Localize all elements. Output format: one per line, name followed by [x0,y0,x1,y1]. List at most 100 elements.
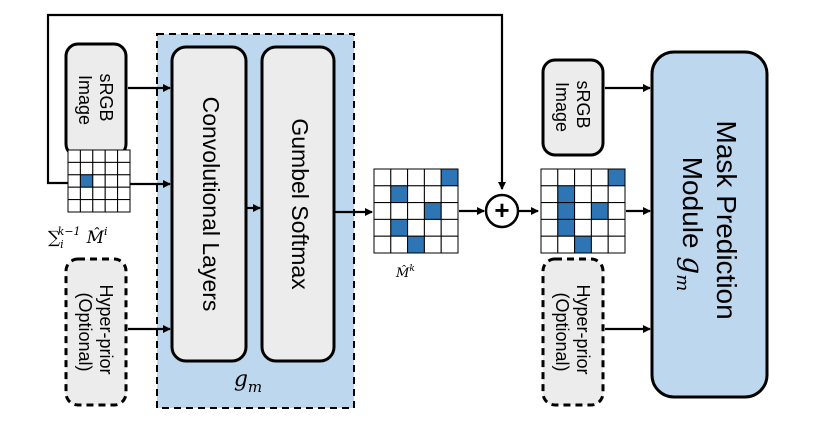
mask-cell-empty [92,161,106,176]
plus-operator [484,193,520,229]
mask-cell-empty [117,149,131,163]
hyperprior-label-left: Hyper-prior (Optional) [75,284,116,379]
mask-cell-empty [79,161,94,176]
gumbel-softmax-label: Gumbel Softmax [287,118,313,290]
module-gm-label: gm [234,367,262,396]
mask-cell-empty [574,218,592,237]
mask-cell-empty [557,168,576,187]
mask-cell-empty [607,185,626,204]
mask-cell-empty [117,174,131,188]
mask-cell-empty [104,186,119,201]
mask-cell-empty [373,202,392,220]
mask-cell-empty [373,218,392,237]
mask-cell-empty [92,149,106,163]
mask-cell-empty [590,235,609,254]
mask-cell-empty [407,218,425,237]
mask-cell-empty [574,168,592,187]
plus-symbol: + [494,195,509,225]
hyperprior-label-right: Hyper-prior (Optional) [552,284,593,379]
mask-cell-empty [67,161,81,176]
srgb-image-block-left [64,42,128,158]
mask-cell-empty [67,174,81,188]
mask-cell-empty [373,235,392,254]
mask-cell-empty [117,186,131,201]
mask-cell-empty [79,186,94,201]
mask-cell-filled [574,235,592,254]
mask-cell-filled [557,185,576,204]
mask-cell-empty [607,202,626,220]
mask-cell-empty [104,174,119,188]
mask-cell-filled [590,202,609,220]
mask-prediction-module-block [650,50,769,399]
mask-cell-empty [423,168,442,187]
mask-cell-filled [557,202,576,220]
mask-cell-empty [423,235,442,254]
srgb-image-label-right: sRGB Image [552,80,593,133]
feedback-arrow [46,13,506,190]
mask-cell-empty [607,235,626,254]
srgb-image-block-right [541,58,605,157]
mask-cell-empty [607,218,626,237]
mask-cell-empty [373,185,392,204]
mask-cell-empty [574,185,592,204]
mask-cell-filled [557,218,576,237]
mask-cell-empty [104,199,119,213]
mask-cell-filled [79,174,94,188]
mask-cell-empty [390,202,409,220]
mask-cell-empty [540,168,559,187]
mask-cell-empty [423,218,442,237]
mask-cell-empty [407,185,425,204]
mask-cell-empty [440,202,459,220]
mask-cell-empty [104,161,119,176]
mask-cell-empty [390,168,409,187]
mask-cell-empty [557,235,576,254]
mask-cell-filled [423,202,442,220]
mask-cell-empty [540,235,559,254]
mask-cell-empty [67,186,81,201]
mask-cell-filled [407,235,425,254]
new-mask-label: M̂k [395,264,415,281]
mask-cell-empty [117,161,131,176]
mask-cell-empty [390,235,409,254]
mask-cell-empty [540,202,559,220]
mask-cell-empty [117,199,131,213]
mask-cell-empty [373,168,392,187]
mask-cell-empty [440,218,459,237]
mask-cell-empty [540,185,559,204]
gumbel-softmax-block [260,45,336,363]
accumulated-mask-grid [67,149,131,213]
mask-cell-empty [104,149,119,163]
mask-cell-empty [590,168,609,187]
conv-layers-label: Convolutional Layers [198,97,224,312]
mask-cell-empty [92,199,106,213]
mask-cell-empty [440,235,459,254]
hyperprior-block-right [541,257,605,407]
mask-cell-empty [407,202,425,220]
srgb-image-label-left: sRGB Image [75,73,116,126]
mask-cell-filled [607,168,626,187]
mask-cell-empty [590,218,609,237]
connectors [46,13,651,333]
mask-cell-empty [540,218,559,237]
new-mask-grid [373,168,459,254]
mask-cell-filled [390,185,409,204]
mask-cell-empty [574,202,592,220]
mask-cell-empty [79,199,94,213]
combined-mask-grid [540,168,626,254]
mask-cell-empty [407,168,425,187]
mask-cell-filled [390,218,409,237]
hyperprior-block-left [64,257,128,407]
mask-cell-empty [440,185,459,204]
mask-cell-empty [92,186,106,201]
mask-cell-empty [92,174,106,188]
mask-cell-empty [67,199,81,213]
mask-prediction-module-label: Mask Prediction Module gm [672,121,742,328]
mask-cell-empty [79,149,94,163]
mask-cell-empty [590,185,609,204]
conv-layers-block [170,45,248,363]
mask-cell-filled [440,168,459,187]
mask-cell-empty [423,185,442,204]
mask-cell-empty [67,149,81,163]
